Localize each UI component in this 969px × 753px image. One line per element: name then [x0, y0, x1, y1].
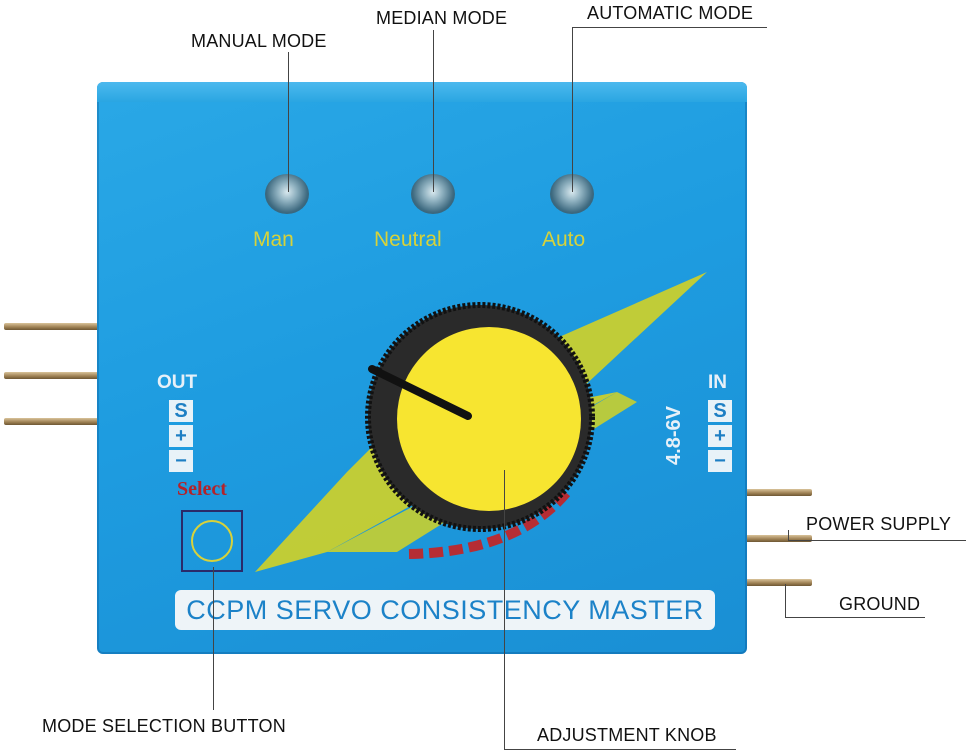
in-pin-minus-tag: − — [708, 450, 732, 472]
callout-line-ground-h — [785, 617, 925, 618]
adjustment-knob[interactable] — [97, 82, 747, 654]
out-pin-2 — [4, 372, 110, 379]
callout-line-auto-h — [572, 27, 767, 28]
knob-pointer — [368, 365, 472, 420]
callout-line-power-v — [788, 530, 789, 540]
callout-line-power-h — [788, 540, 966, 541]
mode-select-button[interactable] — [181, 510, 243, 572]
callout-median-mode: MEDIAN MODE — [376, 8, 508, 28]
knob-scale-arc — [408, 488, 571, 559]
callout-adjustment-knob: ADJUSTMENT KNOB — [537, 725, 717, 745]
led-label-manual: Man — [253, 228, 294, 251]
callout-mode-selection-button: MODE SELECTION BUTTON — [42, 716, 286, 736]
callout-line-median — [433, 30, 434, 192]
out-pin-minus-tag: − — [169, 450, 193, 472]
callout-manual-mode: MANUAL MODE — [191, 31, 327, 51]
in-pin-2 — [740, 535, 812, 542]
knob-cap — [397, 327, 581, 511]
in-label: IN — [708, 372, 727, 393]
out-label: OUT — [157, 372, 198, 393]
out-pin-plus-tag: + — [169, 425, 193, 447]
in-pin-3 — [740, 579, 812, 586]
in-pin-1 — [740, 489, 812, 496]
device-top-face — [97, 82, 747, 102]
callout-line-knob-v — [504, 470, 505, 750]
product-name-banner: CCPM SERVO CONSISTENCY MASTER — [175, 590, 715, 630]
callout-line-ground-v — [785, 584, 786, 617]
callout-line-auto-v — [572, 27, 573, 192]
callout-line-manual — [288, 52, 289, 192]
callout-ground: GROUND — [839, 594, 921, 614]
in-pin-plus-tag: + — [708, 425, 732, 447]
callout-automatic-mode: AUTOMATIC MODE — [587, 3, 754, 23]
select-button-ring — [191, 520, 233, 562]
out-pin-3 — [4, 418, 110, 425]
knob-scale-marks — [408, 488, 571, 559]
out-pin-s-tag: S — [169, 400, 193, 422]
led-label-neutral: Neutral — [374, 228, 442, 251]
callout-line-select — [213, 567, 214, 710]
in-pin-s-tag: S — [708, 400, 732, 422]
servo-tester-device: Man Neutral Auto OUT S + − IN S + − 4.8-… — [97, 82, 747, 654]
callout-line-knob-h — [504, 749, 736, 750]
led-label-auto: Auto — [542, 228, 586, 251]
led-manual — [265, 174, 309, 214]
select-label: Select — [177, 478, 227, 500]
callout-power-supply: POWER SUPPLY — [806, 514, 952, 534]
out-pin-1 — [4, 323, 110, 330]
